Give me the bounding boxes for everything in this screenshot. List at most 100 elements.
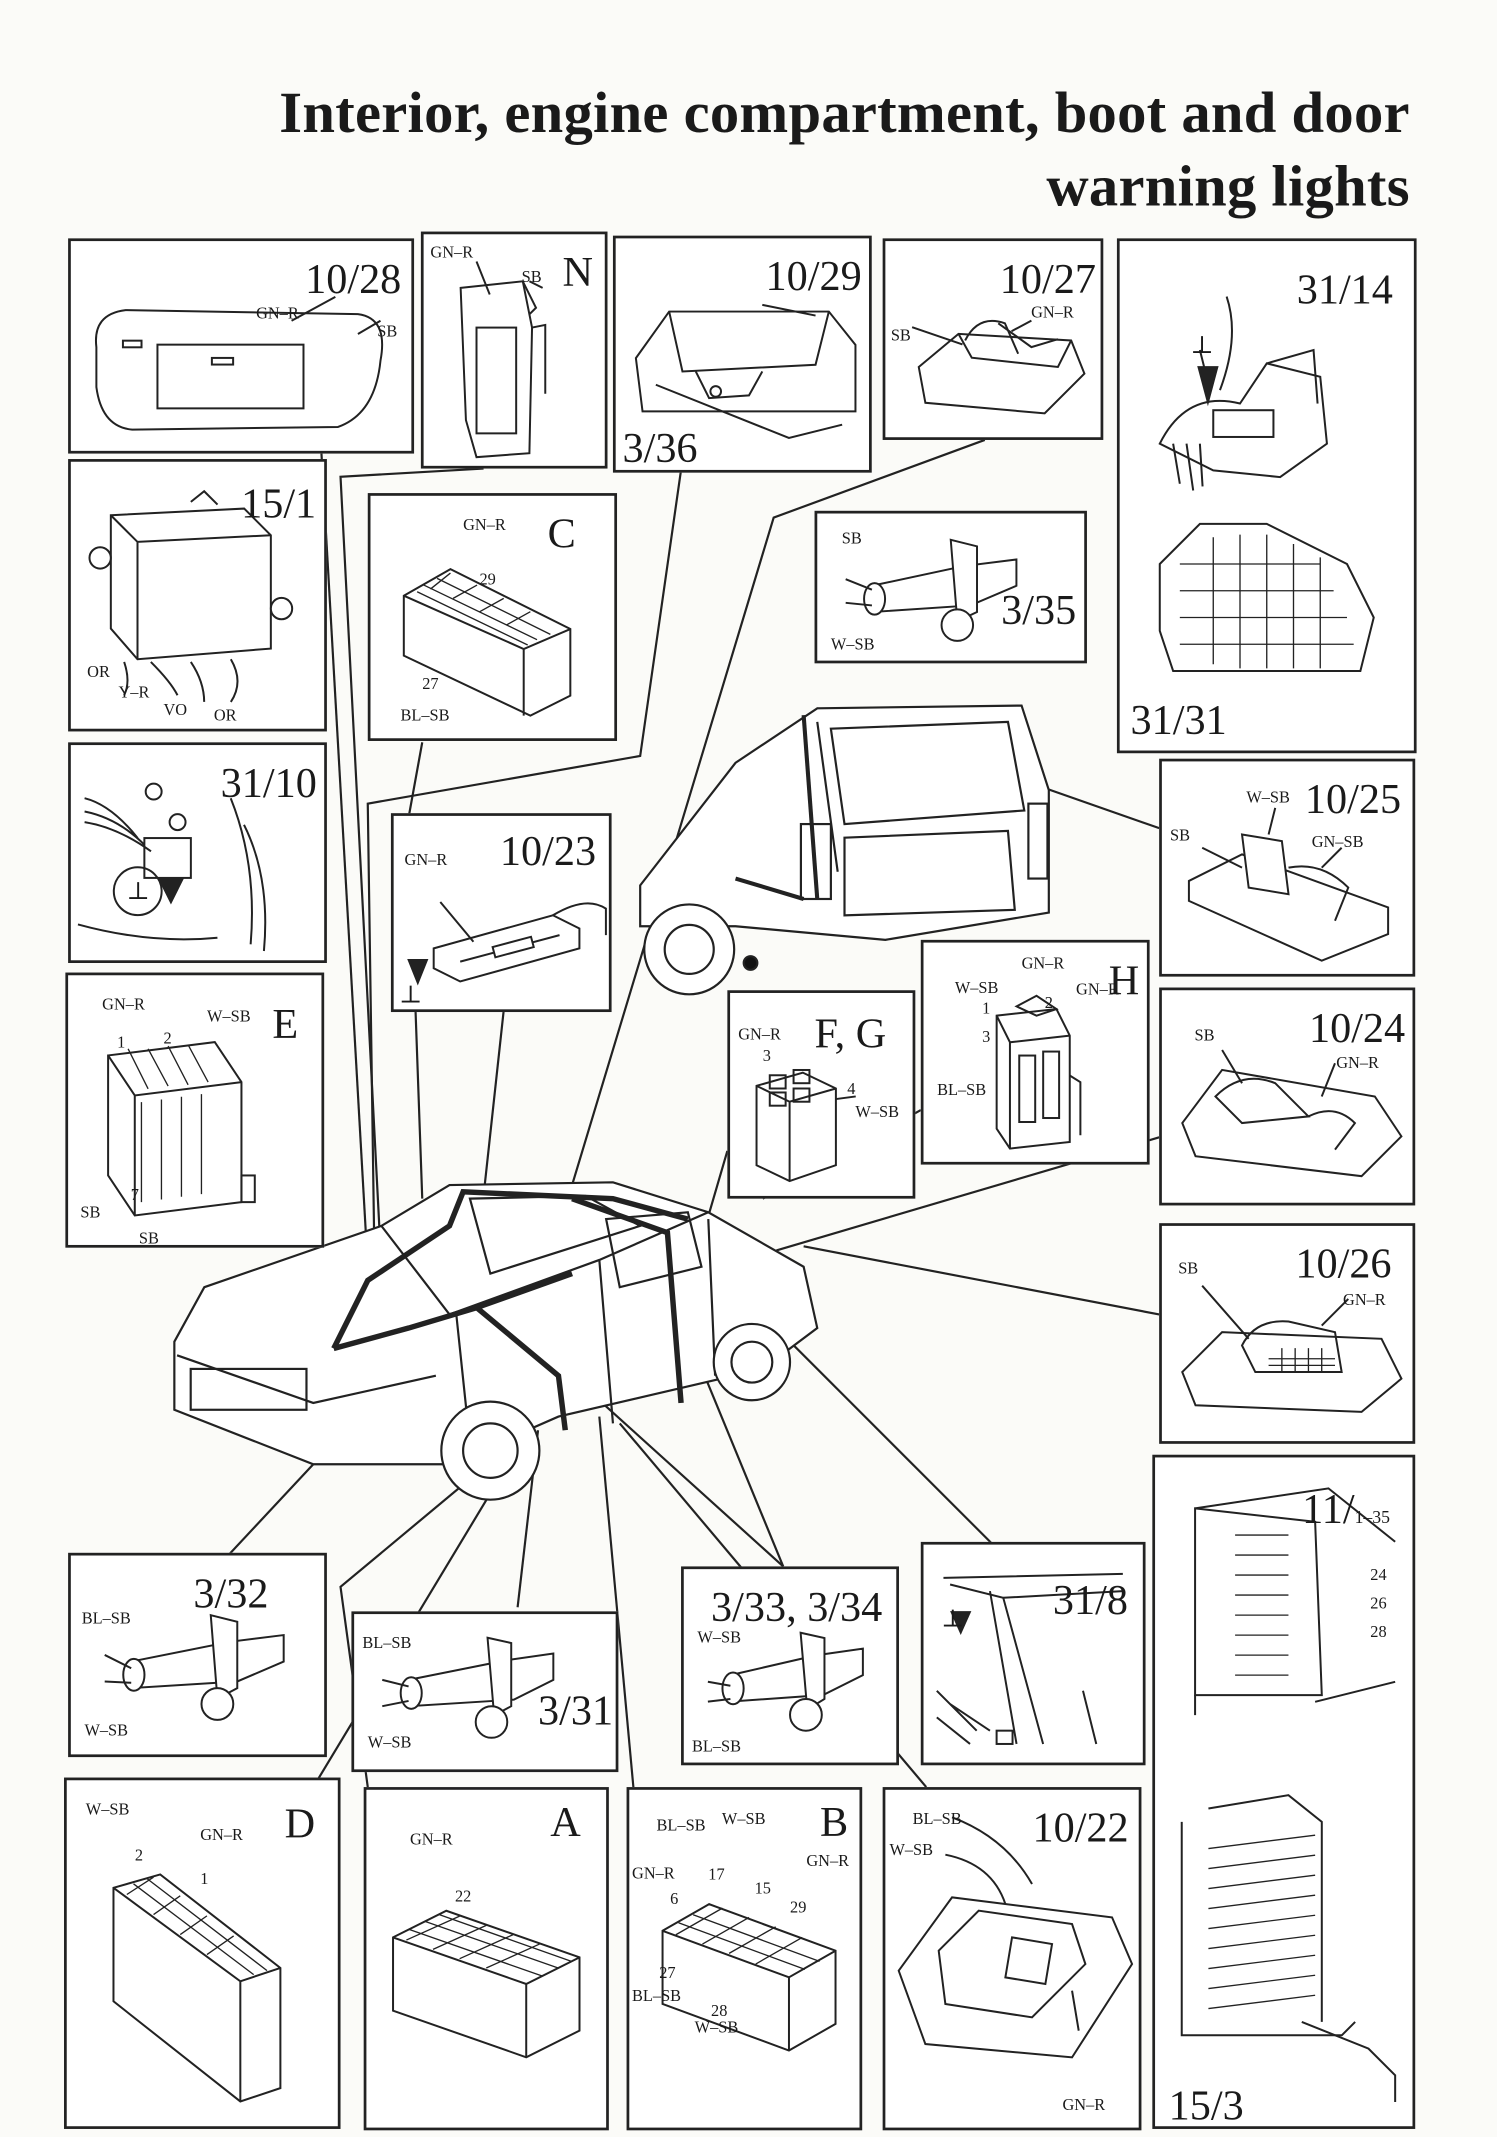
pin-7: 7: [130, 1185, 139, 1205]
ref-10-27: 10/27: [999, 254, 1096, 303]
pin-6: 6: [670, 1889, 679, 1909]
panel-A: A GN–R 22: [363, 1787, 609, 2131]
wire-label-sb-2: SB: [138, 1228, 159, 1248]
panel-3-33-3-34: 3/33, 3/34 W–SB BL–SB: [681, 1566, 899, 1766]
connector-c-illustration: [402, 567, 572, 717]
ref-3-33-3-34: 3/33, 3/34: [711, 1582, 883, 1631]
wire-label-w-sb-top: W–SB: [721, 1808, 766, 1828]
wire-label-w-sb: W–SB: [85, 1799, 130, 1819]
ref-3-36: 3/36: [622, 423, 698, 472]
ref-10-22: 10/22: [1032, 1803, 1129, 1852]
lamp-10-25-illustration: [1187, 807, 1390, 962]
panel-10-27: 10/27 SB GN–R: [882, 238, 1104, 440]
ref-N: N: [562, 247, 594, 296]
wire-label-sb: SB: [1194, 1025, 1215, 1045]
wire-label-vo: VO: [163, 700, 188, 720]
ref-15-1: 15/1: [241, 479, 317, 528]
panel-10-26: 10/26 SB GN–R: [1159, 1223, 1416, 1444]
ground-point-31-10-illustration: [77, 782, 267, 952]
pin-2: 2: [163, 1028, 172, 1048]
wire-label-gn-r-1: GN–R: [1021, 953, 1065, 973]
page-title-line-1: Interior, engine compartment, boot and d…: [279, 81, 1410, 146]
pin-1: 1: [200, 1868, 209, 1888]
ref-31-14: 31/14: [1296, 265, 1393, 314]
ref-B: B: [819, 1797, 849, 1846]
ref-F-G: F, G: [814, 1009, 887, 1057]
pin-1: 1: [117, 1032, 126, 1052]
panel-3-31: 3/31 BL–SB W–SB: [351, 1611, 619, 1773]
page-title-line-2: warning lights: [1046, 155, 1410, 220]
connector-n-illustration: [459, 261, 547, 459]
panel-H: H GN–R W–SB GN–R 1 2 3 BL–SB: [920, 939, 1150, 1165]
wagon-car: [639, 704, 1050, 996]
panel-31-10: 31/10 ⊥: [68, 742, 327, 964]
wire-label-sb: SB: [890, 325, 911, 345]
panel-10-23: 10/23 GN–R ⊥: [390, 813, 612, 1013]
ref-31-8: 31/8: [1052, 1575, 1128, 1624]
wire-label-gn-r-2: GN–R: [1076, 979, 1119, 999]
wire-label-gn-r: GN–R: [409, 1829, 453, 1849]
lamp-10-23-illustration: [407, 901, 607, 986]
ref-10-28: 10/28: [305, 254, 402, 303]
wire-label-gn-r: GN–R: [463, 514, 506, 534]
door-switch-3-31-illustration: [382, 1636, 555, 1739]
wire-label-bl-sb: BL–SB: [400, 705, 450, 725]
ref-A: A: [550, 1797, 581, 1846]
wire-label-w-sb: W–SB: [207, 1006, 251, 1026]
ground-symbol: ⊥: [399, 980, 423, 1008]
pin-4: 4: [847, 1078, 856, 1098]
wire-label-gn-r: GN–R: [1031, 302, 1074, 322]
panel-10-22: 10/22 BL–SB W–SB GN–R: [882, 1787, 1142, 2131]
panel-B: B BL–SB W–SB GN–R GN–R 17 15 29 6 27 28 …: [626, 1787, 863, 2131]
ground-symbol: ⊥: [126, 877, 150, 905]
ref-10-23: 10/23: [499, 826, 597, 875]
panel-D: D W–SB GN–R 2 1: [64, 1777, 341, 2129]
ref-10-26: 10/26: [1295, 1239, 1392, 1288]
ground-symbol: ⊥: [1190, 330, 1214, 359]
ref-11: 11/1–35: [1302, 1487, 1390, 1529]
door-switch-3-33-illustration: [707, 1631, 864, 1732]
ref-D: D: [284, 1799, 316, 1848]
fuse-box-illustration: [1158, 296, 1375, 672]
leader-p333: [571, 1374, 784, 1568]
wire-label-w-sb-bottom: W–SB: [694, 2017, 739, 2037]
panel-C: C GN–R 29 27 BL–SB: [367, 493, 618, 741]
ref-E: E: [272, 999, 299, 1048]
wire-label-gn-r: GN–R: [102, 994, 145, 1014]
connector-d-illustration: [112, 1873, 282, 2103]
ref-31-31: 31/31: [1130, 696, 1227, 744]
sun-visor-mirror-illustration: [94, 295, 384, 431]
wire-label-w-sb: W–SB: [855, 1101, 900, 1122]
ref-31-10: 31/10: [220, 758, 317, 807]
ground-symbol: ⊥: [941, 1604, 965, 1632]
wire-label-sb: SB: [1178, 1258, 1199, 1278]
pin-29: 29: [479, 569, 496, 589]
ref-3-32: 3/32: [193, 1569, 269, 1617]
connector-a-illustration: [392, 1909, 581, 2059]
door-switch-3-35-illustration: [845, 538, 1018, 642]
wire-label-sb-1: SB: [80, 1202, 101, 1222]
connector-h-illustration: [995, 994, 1082, 1150]
ref-10-25: 10/25: [1304, 775, 1402, 823]
lamp-10-22-illustration: [897, 1816, 1134, 2059]
lamp-10-27-illustration: [911, 319, 1086, 415]
wire-label-bl-sb: BL–SB: [937, 1080, 987, 1100]
pin-22: 22: [454, 1886, 472, 1906]
wire-label-y-r: Y–R: [118, 682, 150, 702]
pin-29: 29: [790, 1897, 807, 1917]
leader-p1028: [320, 453, 369, 1267]
ref-15-3: 15/3: [1168, 2081, 1244, 2129]
wire-label-bl-sb-top: BL–SB: [656, 1815, 706, 1835]
panel-3-35: 3/35 SB W–SB: [814, 510, 1087, 664]
leader-p1029: [366, 469, 683, 1267]
panel-N: N GN–R SB: [420, 231, 608, 469]
ref-3-31: 3/31: [538, 1686, 614, 1734]
pin-27: 27: [659, 1962, 676, 1982]
wire-label-sb: SB: [377, 321, 398, 341]
pin-3: 3: [982, 1027, 991, 1047]
panel-31-8: 31/8 ⊥: [920, 1541, 1146, 1766]
wire-label-gn-r: GN–R: [404, 849, 448, 870]
panel-10-28: 10/28 GN–R SB: [68, 238, 415, 454]
pin-27: 27: [422, 674, 439, 694]
panel-31-14: 31/14 31/31 ⊥: [1116, 238, 1417, 754]
